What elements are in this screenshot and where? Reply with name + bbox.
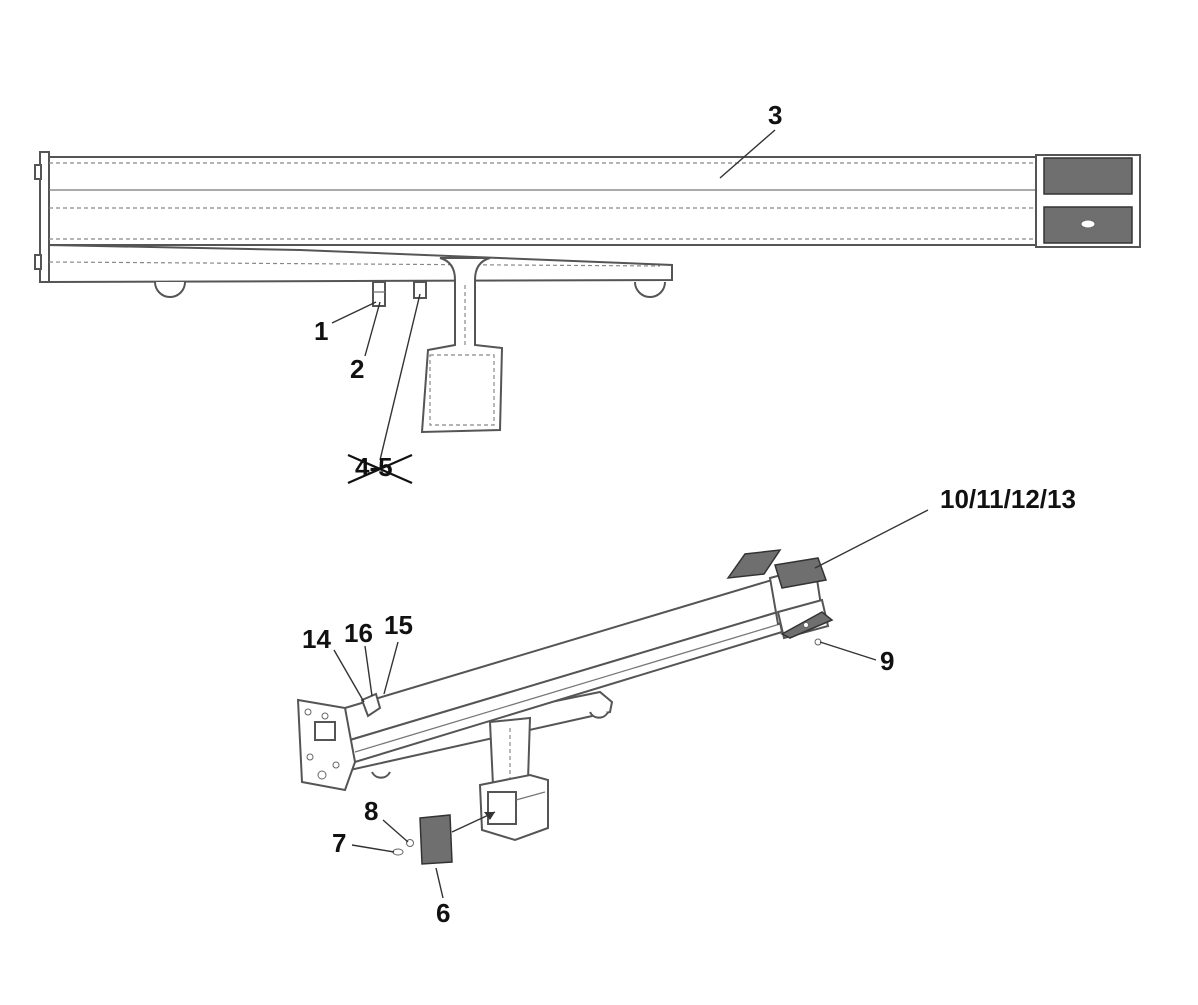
- callout-10-11-12-13: 10/11/12/13: [940, 484, 1076, 514]
- callout-2: 2: [350, 354, 364, 384]
- callout-9: 9: [880, 646, 894, 676]
- washer-8: [406, 839, 414, 847]
- wear-pad-top: [1043, 157, 1133, 195]
- mounting-bracket: [420, 257, 504, 434]
- callout-6: 6: [436, 898, 450, 928]
- callout-14: 14: [302, 624, 331, 654]
- bolt-7: [392, 848, 404, 856]
- callout-16: 16: [344, 618, 373, 648]
- callout-4-5-crossed: 4-5: [347, 452, 413, 485]
- roller-left: [154, 281, 186, 298]
- iso-roller-left: [371, 771, 391, 779]
- callout-8: 8: [364, 796, 378, 826]
- block-part-4-5: [413, 281, 427, 299]
- iso-roller-right: [589, 711, 609, 719]
- boom-tube: [48, 156, 1040, 246]
- wear-pad-11: [774, 557, 828, 589]
- wear-pad-6: [419, 814, 453, 865]
- callout-3: 3: [768, 100, 782, 130]
- callout-1: 1: [314, 316, 328, 346]
- boom-side-view: [34, 151, 1141, 434]
- roller-right: [634, 281, 666, 298]
- wear-pad-10: [726, 549, 782, 579]
- boom-isometric-view: [296, 549, 834, 865]
- callout-7: 7: [332, 828, 346, 858]
- iso-end-plate: [296, 698, 357, 792]
- callout-15: 15: [384, 610, 413, 640]
